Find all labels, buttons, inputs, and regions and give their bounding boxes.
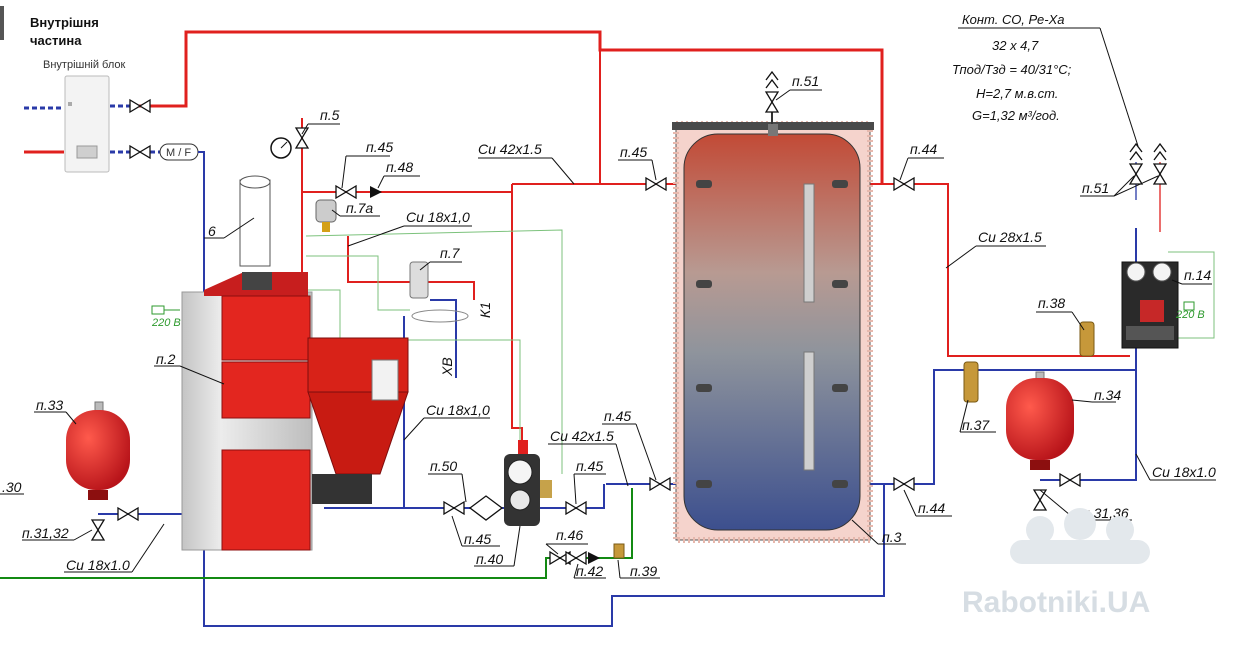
- pipe-label-cu18-mid: Cu 18x1,0: [426, 402, 490, 418]
- corner-mark: [0, 6, 4, 40]
- pipe-label-cu18-left: Cu 18x1.0: [66, 557, 130, 573]
- label-k1: К1: [477, 302, 493, 318]
- check-valve-39: [613, 543, 625, 559]
- pellet-boiler: [181, 272, 409, 551]
- label-p50: п.50: [430, 458, 457, 474]
- tank-air-vent: [765, 70, 779, 89]
- red-relief-line: [302, 184, 513, 193]
- label-p51-tank: п.51: [792, 73, 819, 89]
- indoor-unit-caption: Внутрішній блок: [43, 59, 126, 71]
- tank-nozzles: [696, 180, 848, 488]
- label-p34: п.34: [1094, 387, 1121, 403]
- spec-line-4: Н=2,7 м.в.ст.: [976, 86, 1058, 101]
- pipe-label-cu18-top: Cu 18x1,0: [406, 209, 470, 225]
- label-p37: п.37: [962, 417, 990, 433]
- watermark-logo: [1010, 508, 1150, 564]
- green-bottom-line: [0, 488, 633, 579]
- label-p45-tank: п.45: [620, 144, 647, 160]
- label-p42: п.42: [576, 563, 603, 579]
- air-vent-7a: [315, 199, 337, 232]
- spec-line-1: Конт. СО, Ре-Ха: [962, 12, 1065, 27]
- label-p6: 6: [208, 223, 216, 239]
- label-p44-bottom: п.44: [918, 500, 945, 516]
- label-p3: п.3: [882, 529, 902, 545]
- watermark-text: Rabotniki.UA: [962, 586, 1150, 619]
- blue-xb-line: [430, 299, 457, 378]
- green-pump-cable: [1168, 251, 1215, 339]
- power-plug-left: [151, 305, 180, 315]
- label-p33: п.33: [36, 397, 63, 413]
- label-p2: п.2: [156, 351, 176, 367]
- label-p40: п.40: [476, 551, 503, 567]
- green-sensor-1: [305, 229, 563, 474]
- label-p38: п.38: [1038, 295, 1065, 311]
- label-p5: п.5: [320, 107, 340, 123]
- expansion-vessel-right: [1006, 371, 1074, 470]
- power-plug-right: [1183, 301, 1195, 311]
- chimney-flue: [239, 175, 271, 267]
- spec-block: Конт. СО, Ре-Ха 32 х 4,7 Тпод/Тзд = 40/3…: [952, 12, 1139, 147]
- pressure-gauge: [270, 137, 292, 159]
- expansion-vessel-left: [66, 401, 130, 500]
- buffer-tank: [672, 110, 874, 543]
- title-line-2: частина: [30, 33, 82, 48]
- ball-valves: [90, 91, 1168, 566]
- label-p45-mid-2: п.45: [576, 458, 603, 474]
- blue-boiler-return: [324, 484, 605, 509]
- power-label-left: 220 В: [151, 317, 181, 329]
- blue-long-return: [198, 151, 885, 627]
- thermal-valve-7: [409, 261, 469, 323]
- label-p48: п.48: [386, 159, 413, 175]
- label-p14: п.14: [1184, 267, 1211, 283]
- label-p30: .30: [2, 479, 22, 495]
- green-sensor-2: [306, 255, 410, 311]
- pipe-label-cu42-bottom: Cu 42x1.5: [550, 428, 614, 444]
- spec-line-3: Тпод/Тзд = 40/31°С;: [952, 62, 1072, 77]
- label-p44-top: п.44: [910, 141, 937, 157]
- mixing-valve-group: [504, 440, 552, 526]
- spec-line-5: G=1,32 м³/год.: [972, 108, 1060, 123]
- power-label-right: 220 В: [1175, 309, 1205, 321]
- label-p45-mid-1: п.45: [604, 408, 631, 424]
- label-p7a: п.7а: [346, 200, 373, 216]
- pipe-label-cu28: Cu 28x1.5: [978, 229, 1042, 245]
- label-p45-low: п.45: [464, 531, 491, 547]
- pipe-label-cu42-top: Cu 42x1.5: [478, 141, 542, 157]
- label-p46: п.46: [556, 527, 583, 543]
- label-p39: п.39: [630, 563, 657, 579]
- pipe-label-cu18-right: Cu 18x1.0: [1152, 464, 1216, 480]
- brass-valve-38: [1079, 321, 1095, 357]
- dirt-separator-37: [963, 361, 979, 403]
- strainer: [468, 495, 504, 521]
- svg-text:M / F: M / F: [166, 147, 191, 159]
- leader-lines: [0, 89, 1216, 579]
- right-air-vents: [1129, 142, 1167, 232]
- label-p31-32: п.31,32: [22, 525, 69, 541]
- title-line-1: Внутрішня: [30, 15, 99, 30]
- pump-group: [1121, 261, 1179, 349]
- label-p7: п.7: [440, 245, 461, 261]
- spec-line-2: 32 х 4,7: [992, 38, 1039, 53]
- mf-tag: M / F: [159, 143, 199, 161]
- indoor-unit: [64, 75, 110, 173]
- label-p51-right: п.51: [1082, 180, 1109, 196]
- label-p45-top: п.45: [366, 139, 393, 155]
- label-xb: ХВ: [439, 357, 455, 377]
